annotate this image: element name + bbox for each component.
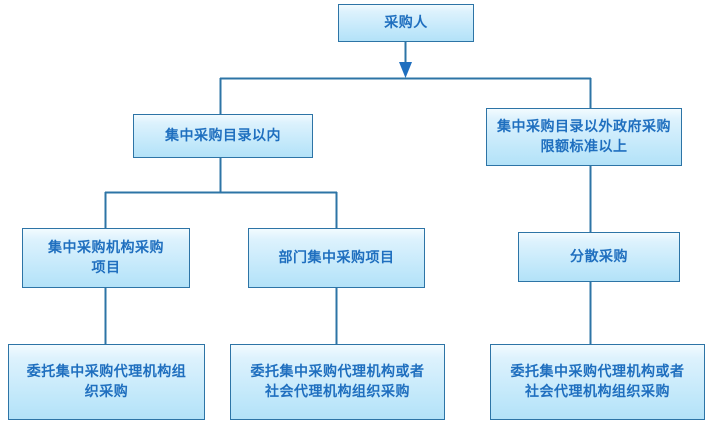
node-within-catalog[interactable]: 集中采购目录以内 <box>133 114 313 158</box>
node-agency-project-label: 集中采购机构采购 项目 <box>48 240 164 276</box>
node-purchaser[interactable]: 采购人 <box>338 4 474 42</box>
node-agency-project[interactable]: 集中采购机构采购 项目 <box>22 228 190 288</box>
node-entrust-left[interactable]: 委托集中采购代理机构组 织采购 <box>8 344 205 420</box>
node-dept-project-label: 部门集中采购项目 <box>278 250 395 266</box>
node-dept-project[interactable]: 部门集中采购项目 <box>248 228 425 288</box>
node-entrust-left-label: 委托集中采购代理机构组 织采购 <box>26 364 187 400</box>
node-entrust-right-label: 委托集中采购代理机构或者 社会代理机构组织采购 <box>510 364 685 400</box>
node-outside-catalog[interactable]: 集中采购目录以外政府采购 限额标准以上 <box>486 108 682 166</box>
node-scattered-procurement-label: 分散采购 <box>570 249 628 265</box>
node-purchaser-label: 采购人 <box>384 15 428 31</box>
node-outside-catalog-label: 集中采购目录以外政府采购 限额标准以上 <box>497 119 671 155</box>
node-within-catalog-label: 集中采购目录以内 <box>165 128 281 144</box>
arrowhead-icon <box>399 62 412 78</box>
node-entrust-right[interactable]: 委托集中采购代理机构或者 社会代理机构组织采购 <box>490 344 705 420</box>
node-scattered-procurement[interactable]: 分散采购 <box>518 232 680 282</box>
node-entrust-middle[interactable]: 委托集中采购代理机构或者 社会代理机构组织采购 <box>230 344 445 420</box>
node-entrust-middle-label: 委托集中采购代理机构或者 社会代理机构组织采购 <box>250 364 425 400</box>
